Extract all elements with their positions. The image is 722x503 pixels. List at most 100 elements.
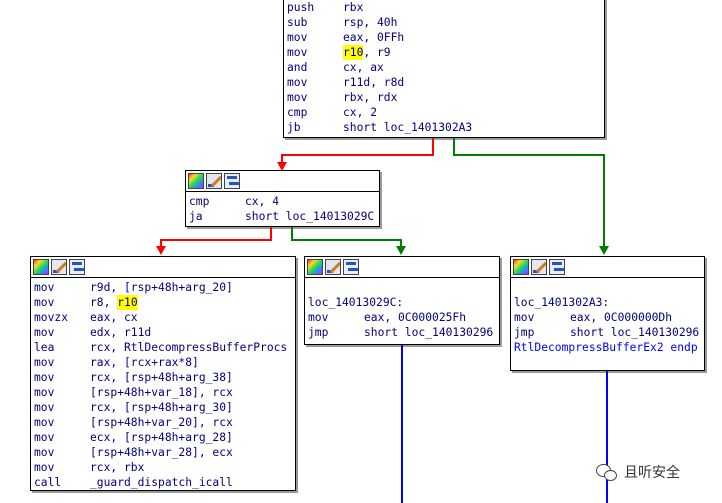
asm-line[interactable]: mov rbx, rdx (287, 90, 604, 105)
watermark: 且听安全 (596, 462, 680, 482)
mnemonic: cmp (189, 195, 210, 208)
edge-true-2-vertical-1 (291, 227, 293, 241)
node-header-toolbar (186, 171, 379, 192)
node-edit-icon[interactable] (325, 259, 341, 275)
asm-line[interactable]: call_guard_dispatch_icall (34, 475, 295, 490)
node-header-toolbar (305, 257, 499, 278)
mnemonic: sub (287, 16, 308, 29)
node-graph-icon[interactable] (224, 173, 240, 189)
asm-line[interactable]: push rbx (287, 0, 604, 15)
asm-line[interactable]: sub rsp, 40h (287, 15, 604, 30)
mnemonic: mov (34, 281, 55, 294)
operands: rsp, 40h (343, 16, 398, 29)
operands: rbx (343, 1, 364, 14)
mnemonic: mov (34, 416, 55, 429)
mnemonic: mov (34, 296, 55, 309)
operands: short loc_140130296 (364, 326, 494, 339)
operands: eax, cx (90, 311, 138, 324)
asm-line[interactable]: RtlDecompressBufferEx2 endp (514, 340, 704, 355)
mnemonic: and (287, 61, 308, 74)
asm-line[interactable]: mov[rsp+48h+var_28], ecx (34, 445, 295, 460)
asm-label-line[interactable]: loc_14013029C: (308, 295, 499, 310)
asm-line[interactable]: movzx eax, cx (34, 310, 295, 325)
mnemonic: movzx (34, 311, 69, 324)
highlighted-register-r10[interactable]: r10 (343, 45, 364, 60)
asm-label-line[interactable]: loc_1401302A3: (514, 295, 704, 310)
mnemonic: mov (308, 311, 329, 324)
operands: cx, 2 (343, 106, 378, 119)
asm-line[interactable]: mov r9d, [rsp+48h+arg_20] (34, 280, 295, 295)
operands: rcx, [rsp+48h+arg_30] (90, 401, 233, 414)
operands: r9d, [rsp+48h+arg_20] (90, 281, 233, 294)
mnemonic: mov (34, 401, 55, 414)
mnemonic: mov (34, 326, 55, 339)
edge-true-2-vertical-2 (400, 239, 402, 248)
operands: [rsp+48h+var_20], rcx (90, 416, 233, 429)
node-edit-icon[interactable] (206, 173, 222, 189)
edge-true-vertical-1 (453, 138, 455, 156)
function-end-label: RtlDecompressBufferEx2 endp (514, 341, 698, 354)
node-color-icon[interactable] (33, 259, 49, 275)
asm-line[interactable]: mov [rsp+48h+var_20], rcx (34, 415, 295, 430)
wechat-icon (596, 463, 618, 481)
operands: short loc_14013029C (245, 210, 375, 223)
mnemonic: mov (34, 431, 55, 444)
node-color-icon[interactable] (307, 259, 323, 275)
node-color-icon[interactable] (513, 259, 529, 275)
operands: rbx, rdx (343, 91, 398, 104)
mnemonic: cmp (287, 106, 308, 119)
edge-true-horizontal (453, 154, 605, 156)
asm-line[interactable]: cmp cx, 2 (287, 105, 604, 120)
node-color-icon[interactable] (188, 173, 204, 189)
mnemonic: push (287, 1, 315, 14)
asm-line[interactable]: mov[rsp+48h+var_18], rcx (34, 385, 295, 400)
location-label[interactable]: loc_14013029C: (308, 296, 404, 309)
edge-false-arrowhead (277, 162, 287, 171)
mnemonic: mov (287, 31, 308, 44)
node-graph-icon[interactable] (343, 259, 359, 275)
asm-line[interactable]: mov rcx, [rsp+48h+arg_30] (34, 400, 295, 415)
node-edit-icon[interactable] (51, 259, 67, 275)
node-edit-icon[interactable] (531, 259, 547, 275)
asm-line[interactable]: mov rcx, rbx (34, 460, 295, 475)
node-graph-icon[interactable] (69, 259, 85, 275)
mnemonic: mov (34, 461, 55, 474)
edge-false-2-horizontal (160, 239, 272, 241)
operands: rcx, rbx (90, 461, 145, 474)
mnemonic: mov (34, 446, 55, 459)
highlighted-register-r10[interactable]: r10 (117, 295, 138, 310)
location-label[interactable]: loc_1401302A3: (514, 296, 610, 309)
mnemonic: lea (34, 341, 55, 354)
edge-true-2-horizontal (291, 239, 402, 241)
node-graph-icon[interactable] (549, 259, 565, 275)
mnemonic: mov (287, 91, 308, 104)
mnemonic: jmp (514, 326, 535, 339)
operands: rcx, [rsp+48h+arg_38] (90, 371, 233, 384)
